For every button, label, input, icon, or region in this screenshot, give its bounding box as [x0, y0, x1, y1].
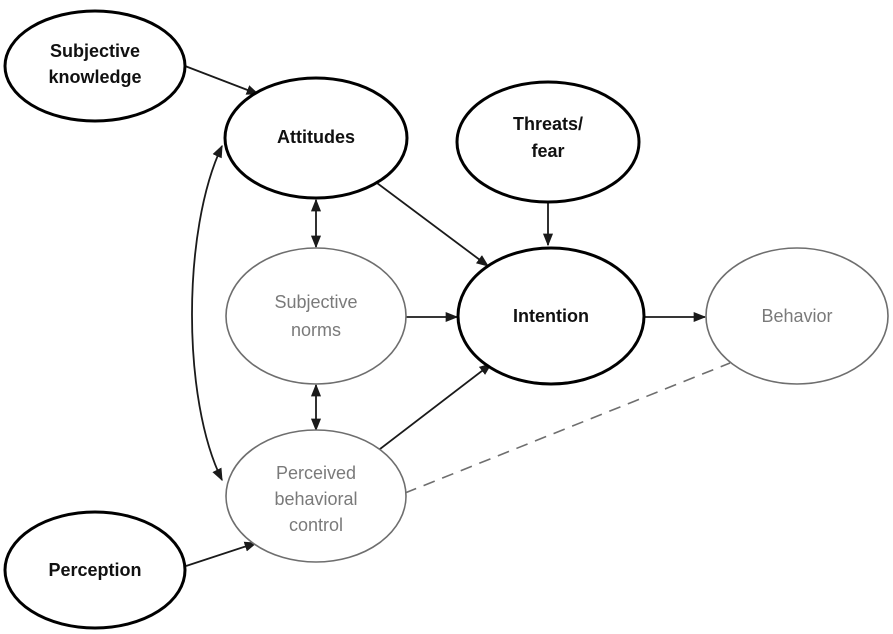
- edge-pbc-to-intention: [379, 363, 493, 450]
- node-attitudes: Attitudes: [223, 76, 409, 200]
- node-behavior: Behavior: [705, 247, 889, 385]
- node-behavior-line-1: Behavior: [761, 306, 832, 326]
- node-subjective-knowledge-line-2: knowledge: [48, 67, 141, 87]
- node-subjective-knowledge: Subjective knowledge: [3, 9, 187, 123]
- edge-subjective-knowledge-to-attitudes: [184, 65, 260, 95]
- node-subjective-knowledge-line-1: Subjective: [50, 41, 140, 61]
- node-perception-line-1: Perception: [48, 560, 141, 580]
- node-pbc-line-2: behavioral: [274, 489, 357, 509]
- node-pbc-line-1: Perceived: [276, 463, 356, 483]
- node-perception: Perception: [3, 510, 187, 630]
- node-attitudes-line-1: Attitudes: [277, 127, 355, 147]
- edge-perception-to-pbc: [185, 541, 258, 567]
- node-threats-fear-line-2: fear: [531, 141, 564, 161]
- node-threats-fear-line-1: Threats/: [513, 114, 583, 134]
- edges: [184, 65, 731, 567]
- node-intention-line-1: Intention: [513, 306, 589, 326]
- node-subjective-norms-line-2: norms: [291, 320, 341, 340]
- node-subjective-norms-line-1: Subjective: [274, 292, 357, 312]
- edge-attitudes-to-intention: [376, 182, 490, 267]
- node-subjective-norms: Subjective norms: [225, 247, 407, 385]
- node-intention: Intention: [456, 246, 646, 386]
- node-threats-fear: Threats/ fear: [455, 80, 641, 204]
- node-pbc-line-3: control: [289, 515, 343, 535]
- node-perceived-behavioral-control: Perceived behavioral control: [225, 429, 407, 563]
- edge-attitudes-pbc-curved: [191, 144, 223, 482]
- edge-pbc-to-behavior-dashed: [404, 362, 731, 494]
